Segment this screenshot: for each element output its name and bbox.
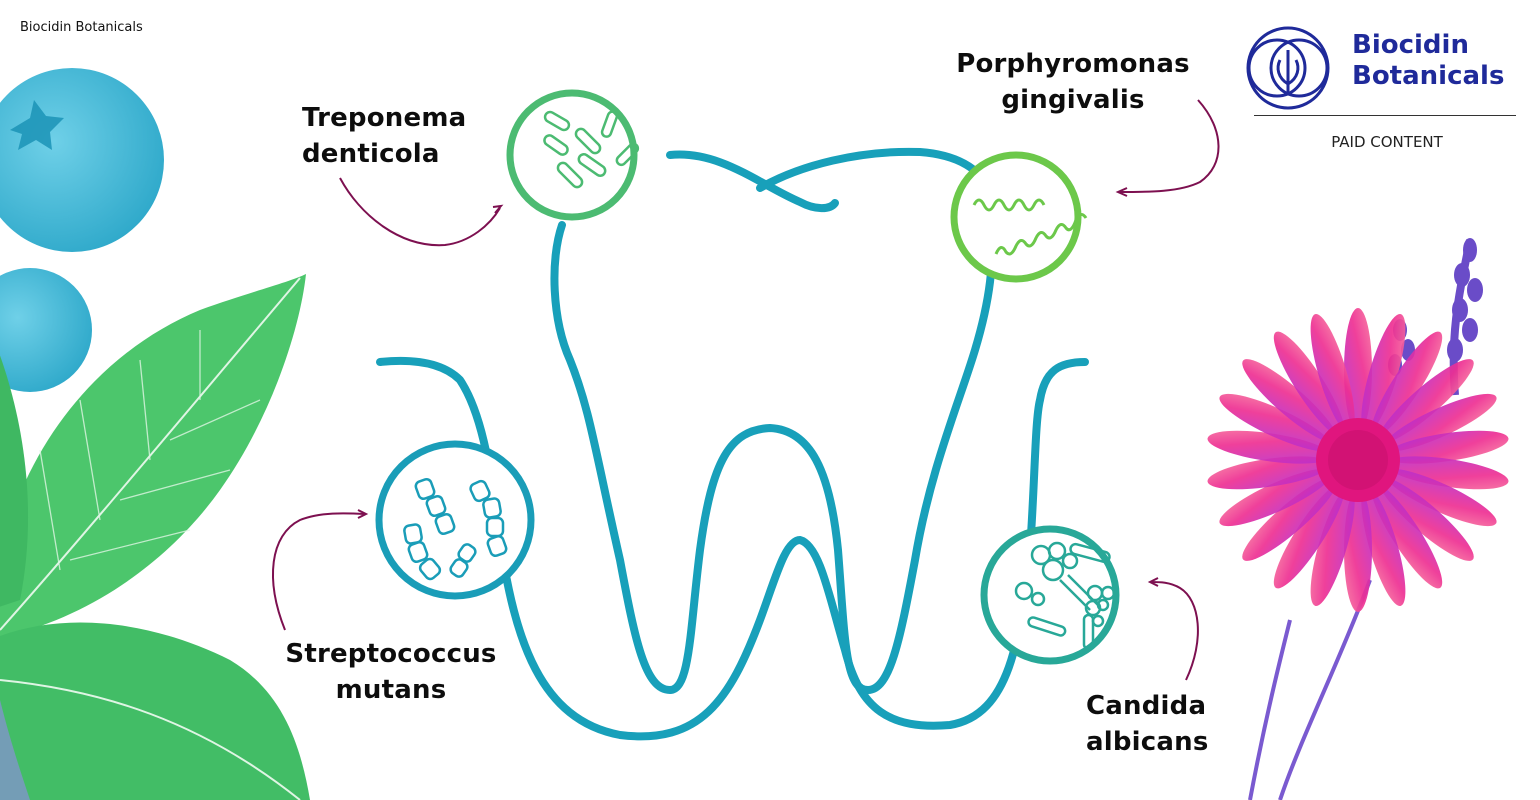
blueberry-image — [0, 68, 164, 392]
flower-petal — [1219, 393, 1333, 452]
mint-leaf-image — [0, 274, 310, 800]
label-porphyromonas: Porphyromonas gingivalis — [946, 46, 1200, 118]
label-line-2: gingivalis — [1001, 85, 1145, 115]
arrowhead-icon — [357, 509, 369, 519]
arrow-treponema — [339, 177, 501, 247]
spiral-bacteria-icon — [972, 198, 1088, 256]
label-line-2: mutans — [335, 675, 447, 705]
microbe-circle-streptococcus[interactable] — [375, 440, 535, 600]
yeast-hyphae-icon — [1014, 541, 1116, 651]
flower-petal — [1371, 483, 1443, 589]
arrowhead-icon — [1115, 187, 1128, 197]
echinacea-flower-image — [1207, 238, 1509, 800]
flower-petal — [1378, 359, 1474, 444]
label-treponema: Treponema denticola — [302, 100, 466, 172]
logo-line-1: Biocidin — [1352, 30, 1469, 60]
logo-wordmark: Biocidin Botanicals — [1352, 30, 1504, 92]
flower-petal — [1383, 468, 1497, 527]
pointer-arrows — [272, 99, 1220, 681]
logo-line-2: Botanicals — [1352, 61, 1505, 91]
arrowhead-icon — [492, 204, 504, 214]
chain-cocci-icon — [403, 477, 508, 581]
microbe-circle-candida[interactable] — [980, 525, 1120, 665]
microbe-circle-porphyromonas[interactable] — [950, 151, 1088, 283]
flower-petal — [1383, 393, 1497, 452]
label-line-2: denticola — [302, 139, 440, 169]
flower-petal — [1371, 331, 1443, 437]
label-line-2: albicans — [1086, 727, 1209, 757]
label-line-1: Candida — [1086, 691, 1207, 721]
label-candida: Candida albicans — [1086, 688, 1209, 760]
arrowhead-icon — [1147, 577, 1159, 587]
flower-petal — [1242, 476, 1338, 561]
flower-petal — [1385, 456, 1509, 490]
label-streptococcus: Streptococcus mutans — [278, 636, 504, 708]
flower-petal — [1378, 476, 1474, 561]
flower-petal — [1310, 486, 1355, 606]
arrow-candida — [1149, 581, 1199, 681]
label-line-1: Porphyromonas — [956, 49, 1190, 79]
brand-tag: Biocidin Botanicals — [20, 20, 143, 35]
flower-petal — [1273, 331, 1345, 437]
flower-petal — [1361, 486, 1406, 606]
logo-emblem-icon — [1246, 26, 1330, 110]
paid-content-label: PAID CONTENT — [1331, 133, 1443, 151]
arrow-streptococcus — [272, 512, 366, 631]
flower-petal — [1219, 468, 1333, 527]
label-line-1: Streptococcus — [285, 639, 497, 669]
flower-petal — [1207, 456, 1331, 490]
arrow-porphyromonas — [1119, 99, 1220, 193]
label-line-1: Treponema — [302, 103, 467, 133]
logo-divider — [1254, 115, 1516, 116]
flower-petal — [1207, 430, 1331, 464]
flower-petal — [1361, 314, 1406, 434]
flower-petal — [1242, 359, 1338, 444]
flower-petal — [1310, 314, 1355, 434]
microbe-circle-treponema[interactable] — [506, 89, 640, 221]
flower-petal — [1273, 483, 1345, 589]
rod-bacteria-icon — [543, 110, 640, 189]
flower-petal — [1385, 430, 1509, 464]
